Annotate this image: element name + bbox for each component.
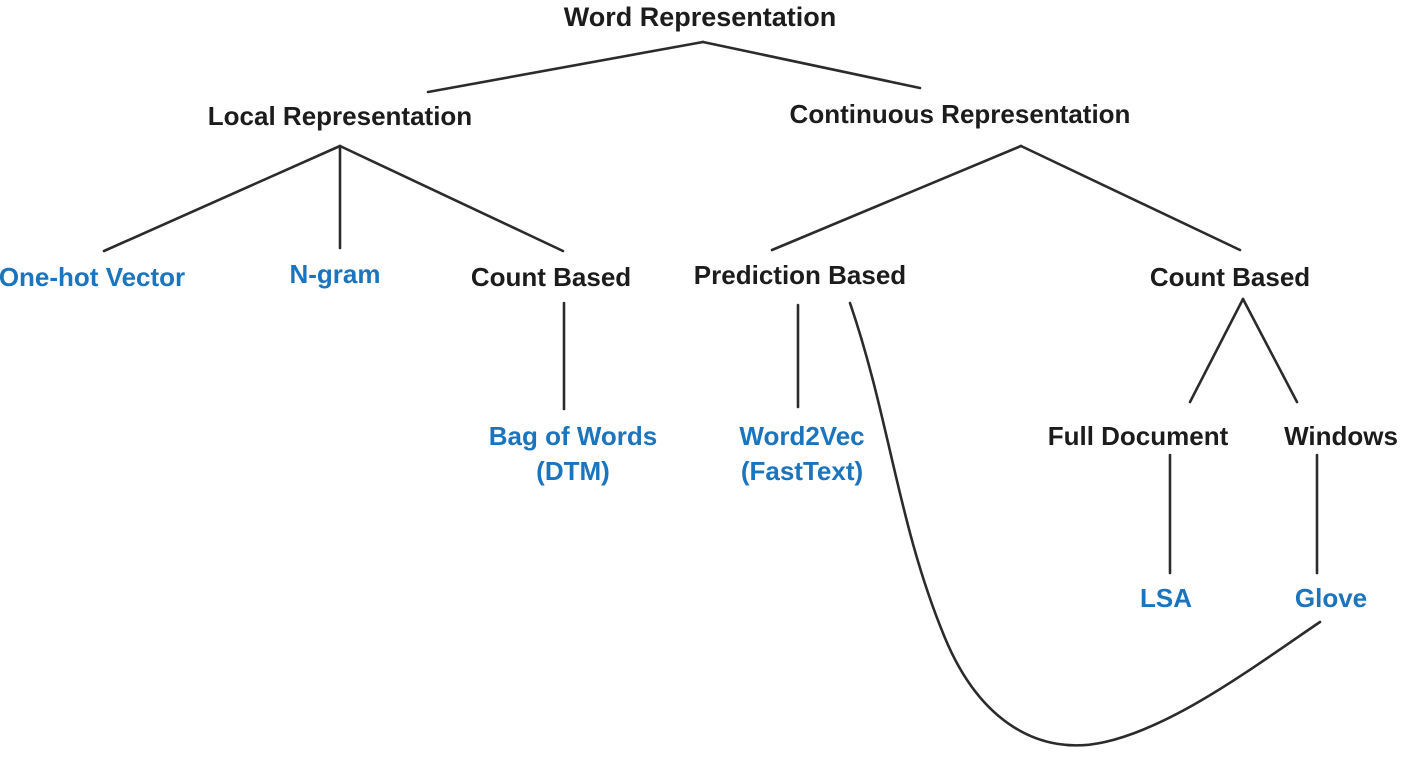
node-count-based-local: Count Based	[470, 262, 632, 292]
edge-prediction-glove-curve	[848, 301, 1322, 747]
edge-local-countbased	[338, 144, 565, 253]
edge-countbased-fulldocument	[1188, 297, 1245, 404]
node-bag-of-words-line1: Bag of Words	[488, 421, 658, 451]
node-full-document: Full Document	[1047, 421, 1229, 451]
node-glove: Glove	[1294, 583, 1368, 613]
node-bag-of-words: Bag of Words (DTM)	[489, 419, 658, 489]
edge-countbased-windows	[1241, 297, 1299, 404]
edge-local-onehot	[102, 144, 342, 253]
edge-continuous-prediction	[770, 144, 1023, 252]
node-windows: Windows	[1284, 421, 1398, 451]
node-bag-of-words-line2: (DTM)	[536, 456, 610, 486]
node-word2vec-line2: (FastText)	[740, 456, 864, 486]
node-count-based-continuous: Count Based	[1149, 262, 1311, 292]
node-word-representation: Word Representation	[563, 2, 837, 32]
node-lsa: LSA	[1140, 583, 1192, 613]
edge-root-continuous	[701, 40, 922, 90]
node-continuous-representation: Continuous Representation	[789, 99, 1131, 129]
node-prediction-based: Prediction Based	[693, 260, 907, 290]
node-n-gram: N-gram	[289, 259, 381, 289]
node-word2vec: Word2Vec (FastText)	[739, 419, 864, 489]
edge-continuous-countbased	[1019, 144, 1242, 252]
node-word2vec-line1: Word2Vec	[739, 421, 865, 451]
edge-root-local	[426, 40, 705, 94]
node-one-hot-vector: One-hot Vector	[0, 262, 186, 292]
node-local-representation: Local Representation	[207, 101, 473, 131]
